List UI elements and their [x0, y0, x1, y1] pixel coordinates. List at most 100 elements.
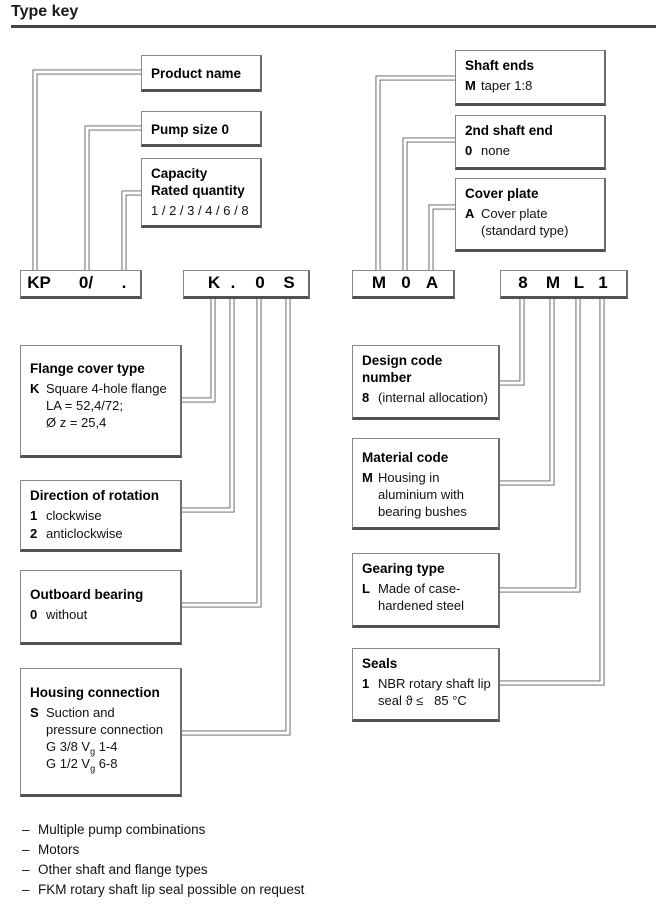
box-pump-size: Pump size 0	[141, 111, 262, 147]
entry-line: anticlockwise	[46, 526, 123, 541]
box-design-code-number: Design code number 8 (internal allocatio…	[352, 345, 500, 420]
box-title: Outboard bearing	[30, 587, 144, 602]
code-letter: A	[465, 206, 475, 221]
footnote-item: – Multiple pump combinations	[22, 820, 304, 840]
box-title: Pump size 0	[151, 121, 230, 137]
entry-line: pressure connection	[46, 722, 164, 737]
code-letter: S	[30, 705, 39, 720]
box-direction-of-rotation: Direction of rotation 1 clockwise 2 anti…	[20, 480, 182, 552]
code-segment: M	[371, 272, 387, 292]
code-letter: 0	[465, 143, 473, 158]
box-title: Gearing type	[362, 561, 445, 576]
code-entry: 1 clockwise	[30, 507, 174, 524]
code-entry: 2 anticlockwise	[30, 525, 174, 542]
entry-line: Suction and	[46, 705, 115, 720]
footnote-list: – Multiple pump combinations – Motors – …	[22, 820, 304, 900]
code-entry: 8 (internal allocation)	[362, 389, 492, 406]
box-seals: Seals 1 NBR rotary shaft lip seal ϑ ≤ 85…	[352, 648, 500, 722]
code-entry: K Square 4-hole flange LA = 52,4/72; Ø z…	[30, 380, 174, 431]
footnote-text: Other shaft and flange types	[38, 862, 208, 877]
box-product-name: Product name	[141, 55, 262, 92]
code-entry: M Housing in aluminium with bearing bush…	[362, 469, 492, 520]
code-letter: 8	[362, 390, 370, 405]
entry-line: without	[46, 607, 88, 622]
dash-bullet: –	[22, 862, 30, 877]
footnote-item: – FKM rotary shaft lip seal possible on …	[22, 880, 304, 900]
footnote-item: – Motors	[22, 840, 304, 860]
page-title: Type key	[11, 3, 79, 20]
entry-line: aluminium with	[378, 487, 464, 502]
box-title: Housing connection	[30, 685, 160, 700]
code-segment: K	[207, 272, 221, 292]
box-title: Design code	[362, 353, 443, 368]
box-title: Flange cover type	[30, 361, 145, 376]
code-letter: 1	[362, 676, 370, 691]
code-segment: L	[573, 272, 585, 292]
entry-line: Made of case-	[378, 581, 461, 596]
codebox-moa: M 0 A	[352, 270, 455, 299]
code-letter: 0	[30, 607, 38, 622]
box-housing-connection: Housing connection S Suction and pressur…	[20, 668, 182, 797]
code-entry: S Suction and pressure connection G 3/8 …	[30, 704, 174, 774]
code-entry: 1 NBR rotary shaft lip seal ϑ ≤ 85 °C	[362, 675, 492, 709]
box-title: Cover plate	[465, 186, 539, 201]
entry-line: hardened steel	[378, 598, 465, 613]
footnote-text: Motors	[38, 842, 80, 857]
entry-line: taper 1:8	[481, 78, 533, 93]
code-segment: KP	[27, 272, 51, 292]
box-flange-cover-type: Flange cover type K Square 4-hole flange…	[20, 345, 182, 458]
code-segment: 0	[255, 272, 265, 292]
entry-line: clockwise	[46, 508, 102, 523]
code-segment: .	[121, 272, 127, 292]
code-segment: M	[545, 272, 561, 292]
code-entry: A Cover plate (standard type)	[465, 205, 598, 239]
code-letter: 1	[30, 508, 38, 523]
box-cover-plate: Cover plate A Cover plate (standard type…	[455, 178, 606, 252]
box-title: Rated quantity	[151, 183, 245, 198]
code-entry: 0 without	[30, 606, 174, 623]
entry-line: (internal allocation)	[378, 390, 488, 405]
box-outboard-bearing: Outboard bearing 0 without	[20, 570, 182, 645]
box-title: Material code	[362, 450, 449, 465]
footnote-item: – Other shaft and flange types	[22, 860, 304, 880]
codebox-kp: KP 0/ .	[20, 270, 142, 299]
entry-line-g12: G 1/2 Vg 6-8	[46, 756, 118, 774]
entry-line: Square 4-hole flange	[46, 381, 167, 396]
code-entry: L Made of case- hardened steel	[362, 580, 492, 614]
codebox-8ml1: 8 M L 1	[500, 270, 628, 299]
entry-line: bearing bushes	[378, 504, 467, 519]
box-title: Capacity	[151, 166, 208, 181]
code-letter: 2	[30, 526, 38, 541]
entry-line-g38: G 3/8 Vg 1-4	[46, 739, 118, 757]
code-entry: 0 none	[465, 142, 598, 159]
dash-bullet: –	[22, 822, 30, 837]
capacity-values: 1 / 2 / 3 / 4 / 6 / 8	[151, 203, 249, 218]
code-segment: S	[283, 272, 295, 292]
box-title: Direction of rotation	[30, 488, 159, 503]
box-title: Seals	[362, 656, 398, 671]
entry-line: Housing in	[378, 470, 440, 485]
dash-bullet: –	[22, 842, 30, 857]
dash-bullet: –	[22, 882, 30, 897]
code-segment: 0/	[78, 272, 94, 292]
code-segment: 0	[401, 272, 411, 292]
footnote-text: Multiple pump combinations	[38, 822, 206, 837]
box-capacity: Capacity Rated quantity 1 / 2 / 3 / 4 / …	[141, 158, 262, 228]
code-segment: .	[230, 272, 236, 292]
code-letter: L	[362, 581, 370, 596]
box-shaft-ends: Shaft ends M taper 1:8	[455, 50, 606, 106]
code-letter: M	[465, 78, 476, 93]
entry-line: seal ϑ ≤ 85 °C	[378, 693, 467, 708]
box-title: number	[362, 370, 412, 385]
box-title: 2nd shaft end	[465, 123, 553, 138]
entry-line: none	[481, 143, 510, 158]
box-gearing-type: Gearing type L Made of case- hardened st…	[352, 553, 500, 628]
codebox-kos: K . 0 S	[183, 270, 310, 299]
code-segment: A	[425, 272, 439, 292]
entry-line: (standard type)	[481, 223, 569, 238]
code-segment: 1	[598, 272, 608, 292]
code-segment: 8	[518, 272, 528, 292]
entry-line: NBR rotary shaft lip	[378, 676, 491, 691]
footnote-text: FKM rotary shaft lip seal possible on re…	[38, 882, 305, 897]
code-entry: M taper 1:8	[465, 77, 598, 94]
